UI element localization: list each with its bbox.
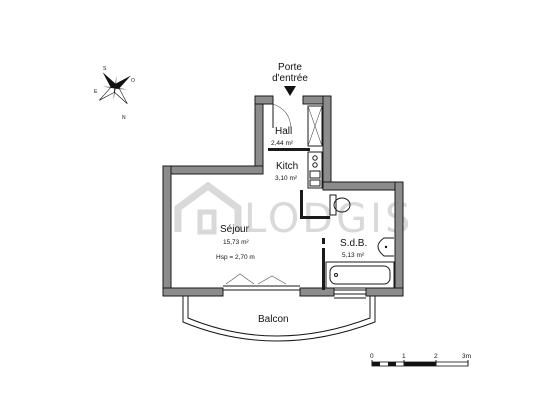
scale-seg-1 <box>372 362 380 366</box>
scale-label-3: 3m <box>462 353 471 360</box>
hall-closet <box>307 105 323 147</box>
compass-rose <box>99 72 131 104</box>
watermark-house-door <box>197 209 217 235</box>
compass-letter-south: S <box>103 66 107 72</box>
partition-hall-kitch <box>268 148 310 151</box>
watermark: LODGIS <box>174 181 410 242</box>
scale-bar: 0 1 2 3m <box>370 353 471 367</box>
walls <box>162 95 404 297</box>
wall-hall-top-left <box>254 95 274 105</box>
balcony-inner-edge <box>187 296 371 337</box>
room-name-balcon: Balcon <box>258 314 289 325</box>
room-height-sejour: Hsp = 2,70 m <box>216 254 255 261</box>
compass-letter-west: O <box>131 78 135 84</box>
bathtub-drain-icon <box>334 273 338 277</box>
wall-sdb-top <box>322 181 404 191</box>
hob-burner-1-icon <box>312 155 318 161</box>
scale-label-1: 1 <box>402 353 406 360</box>
bathtub-inner <box>329 265 391 285</box>
partition-kitch-sejour <box>300 190 303 218</box>
watermark-house-icon <box>174 181 242 232</box>
room-area-kitch: 3,10 m² <box>275 175 298 182</box>
sliding-panel-2 <box>257 275 287 285</box>
bathtub <box>325 261 395 289</box>
balcony-doors <box>223 273 300 291</box>
room-area-sejour: 15,73 m² <box>223 239 249 246</box>
wall-bottom-mid <box>299 287 335 297</box>
wc-bowl-icon <box>333 197 351 213</box>
wc <box>329 194 351 216</box>
entrance-label-line1: Porte <box>278 62 302 73</box>
bathroom-sink <box>377 237 394 257</box>
wc-tank <box>329 194 337 216</box>
partition-sdb-left <box>322 248 325 290</box>
room-name-hall: Hall <box>275 126 292 137</box>
compass-needle-east <box>115 75 131 89</box>
partition-kitch-bottom <box>300 216 330 219</box>
scale-label-2: 2 <box>434 353 438 360</box>
bathtub-outer <box>325 261 395 289</box>
wall-hall-right <box>322 95 332 189</box>
wall-sejour-left <box>162 165 172 297</box>
wall-bottom-left <box>162 287 224 297</box>
compass-letters: N S E O <box>94 66 135 121</box>
entrance-label-line2: d'entrée <box>272 73 308 84</box>
wall-sdb-right <box>394 181 404 297</box>
balcony-outer-edge <box>182 296 376 342</box>
entrance-door: Porte d'entrée <box>272 62 308 129</box>
wall-bottom-right <box>365 287 404 297</box>
scale-label-0: 0 <box>370 353 374 360</box>
wall-hall-left <box>254 95 264 171</box>
door-swing-arc <box>272 103 292 129</box>
closet-diagonal-2 <box>307 105 323 147</box>
room-name-kitch: Kitch <box>276 161 298 172</box>
room-name-sejour: Séjour <box>220 224 250 235</box>
partitions <box>268 148 330 290</box>
partition-sdb-stub <box>322 238 325 244</box>
room-labels: Hall 2,44 m² Kitch 3,10 m² Séjour 15,73 … <box>216 126 367 325</box>
bathroom-window <box>334 289 366 299</box>
hob-burner-2-icon <box>312 162 318 168</box>
sink-basin-icon <box>377 237 394 257</box>
entrance-arrow-icon <box>284 86 296 96</box>
room-name-sdb: S.d.B. <box>340 238 367 249</box>
compass-needle-north <box>102 72 116 88</box>
compass-letter-east: E <box>94 89 98 95</box>
balcony <box>182 296 376 342</box>
scale-seg-3 <box>404 362 436 366</box>
compass-diagonal-2 <box>102 86 128 90</box>
room-area-sdb: 5,13 m² <box>342 252 365 259</box>
kitchen-appliance-icon <box>309 179 321 187</box>
kitchenette <box>307 151 323 189</box>
kitchen-counter <box>307 151 323 189</box>
scale-seg-2 <box>388 362 396 366</box>
closet-outline <box>307 105 323 147</box>
wall-sejour-top <box>162 165 264 175</box>
sink-drain-icon <box>384 245 388 249</box>
sliding-panel-1 <box>225 273 255 285</box>
room-area-hall: 2,44 m² <box>271 140 294 147</box>
kitchen-sink-icon <box>309 170 321 179</box>
compass-letter-north: N <box>122 115 126 121</box>
